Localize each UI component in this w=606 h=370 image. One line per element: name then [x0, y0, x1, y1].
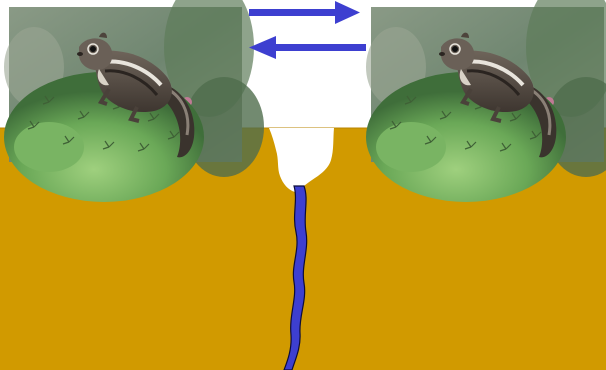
arrow-left-icon: [249, 36, 366, 59]
arrow-right-icon: [249, 1, 360, 24]
left-squirrel-photo: [4, 0, 264, 202]
right-squirrel-photo: [366, 0, 606, 202]
